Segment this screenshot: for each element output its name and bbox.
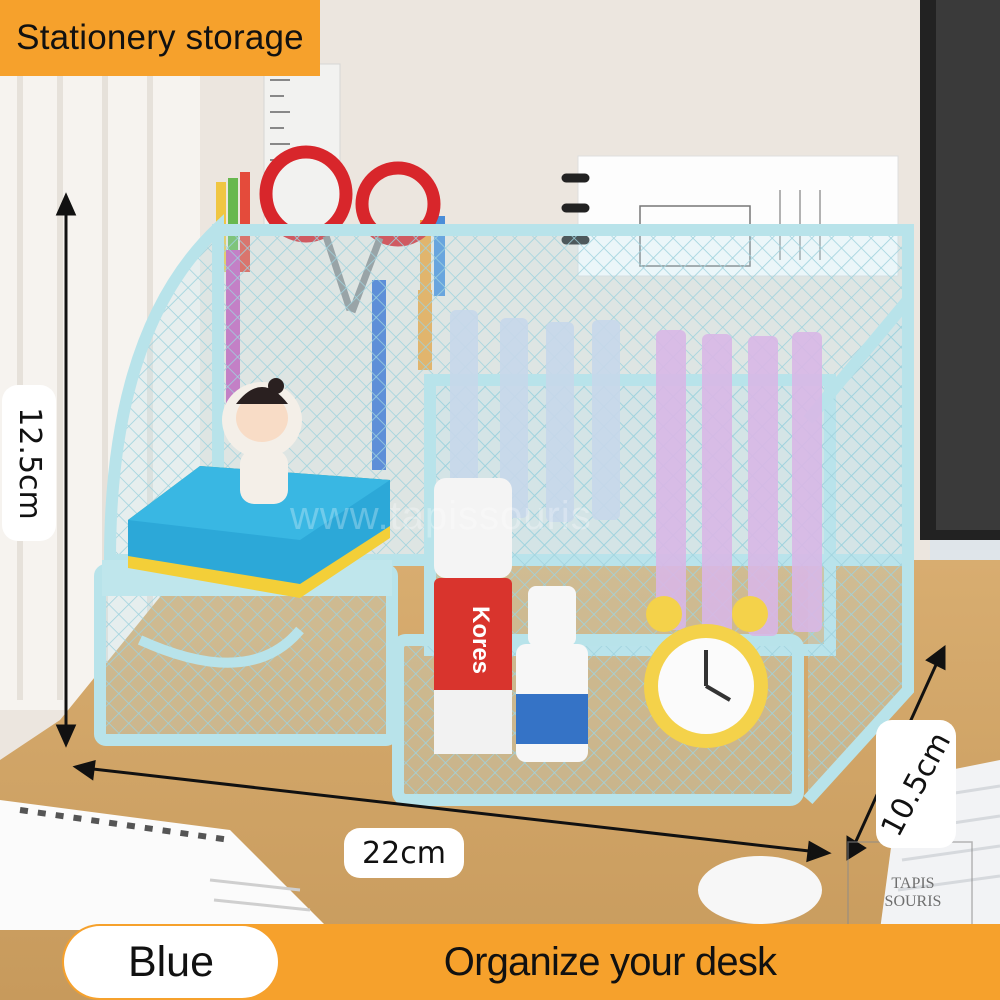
figurine: [222, 378, 302, 504]
glue-stick: Kores: [434, 478, 512, 754]
corner-watermark: TAPIS SOURIS: [858, 875, 968, 911]
width-value: 22cm: [362, 835, 446, 871]
correction-fluid: [516, 586, 588, 762]
center-watermark: www.tapissouris: [290, 494, 592, 538]
height-value: 12.5cm: [11, 406, 47, 520]
width-arrow-icon: [72, 759, 832, 863]
title-banner: Stationery storage: [0, 0, 320, 76]
watermark-line-2: SOURIS: [884, 893, 942, 910]
tagline: Organize your desk: [380, 926, 840, 998]
notebook: [0, 800, 330, 930]
title-text: Stationery storage: [16, 18, 304, 57]
monitor: [920, 0, 1000, 640]
tagline-text: Organize your desk: [443, 939, 777, 984]
depth-value: 10.5cm: [874, 726, 958, 842]
depth-label: 10.5cm: [874, 720, 958, 848]
glue-brand-label: Kores: [467, 606, 494, 674]
height-arrow-icon: [55, 192, 77, 748]
gel-pens: [450, 310, 822, 636]
alarm-clock: [644, 596, 768, 748]
color-option-pill: Blue: [64, 926, 278, 998]
mouse: [698, 856, 822, 924]
watermark-line-1: TAPIS: [891, 875, 935, 892]
width-label: 22cm: [344, 828, 464, 878]
height-label: 12.5cm: [2, 385, 56, 541]
color-option-label: Blue: [127, 937, 215, 986]
